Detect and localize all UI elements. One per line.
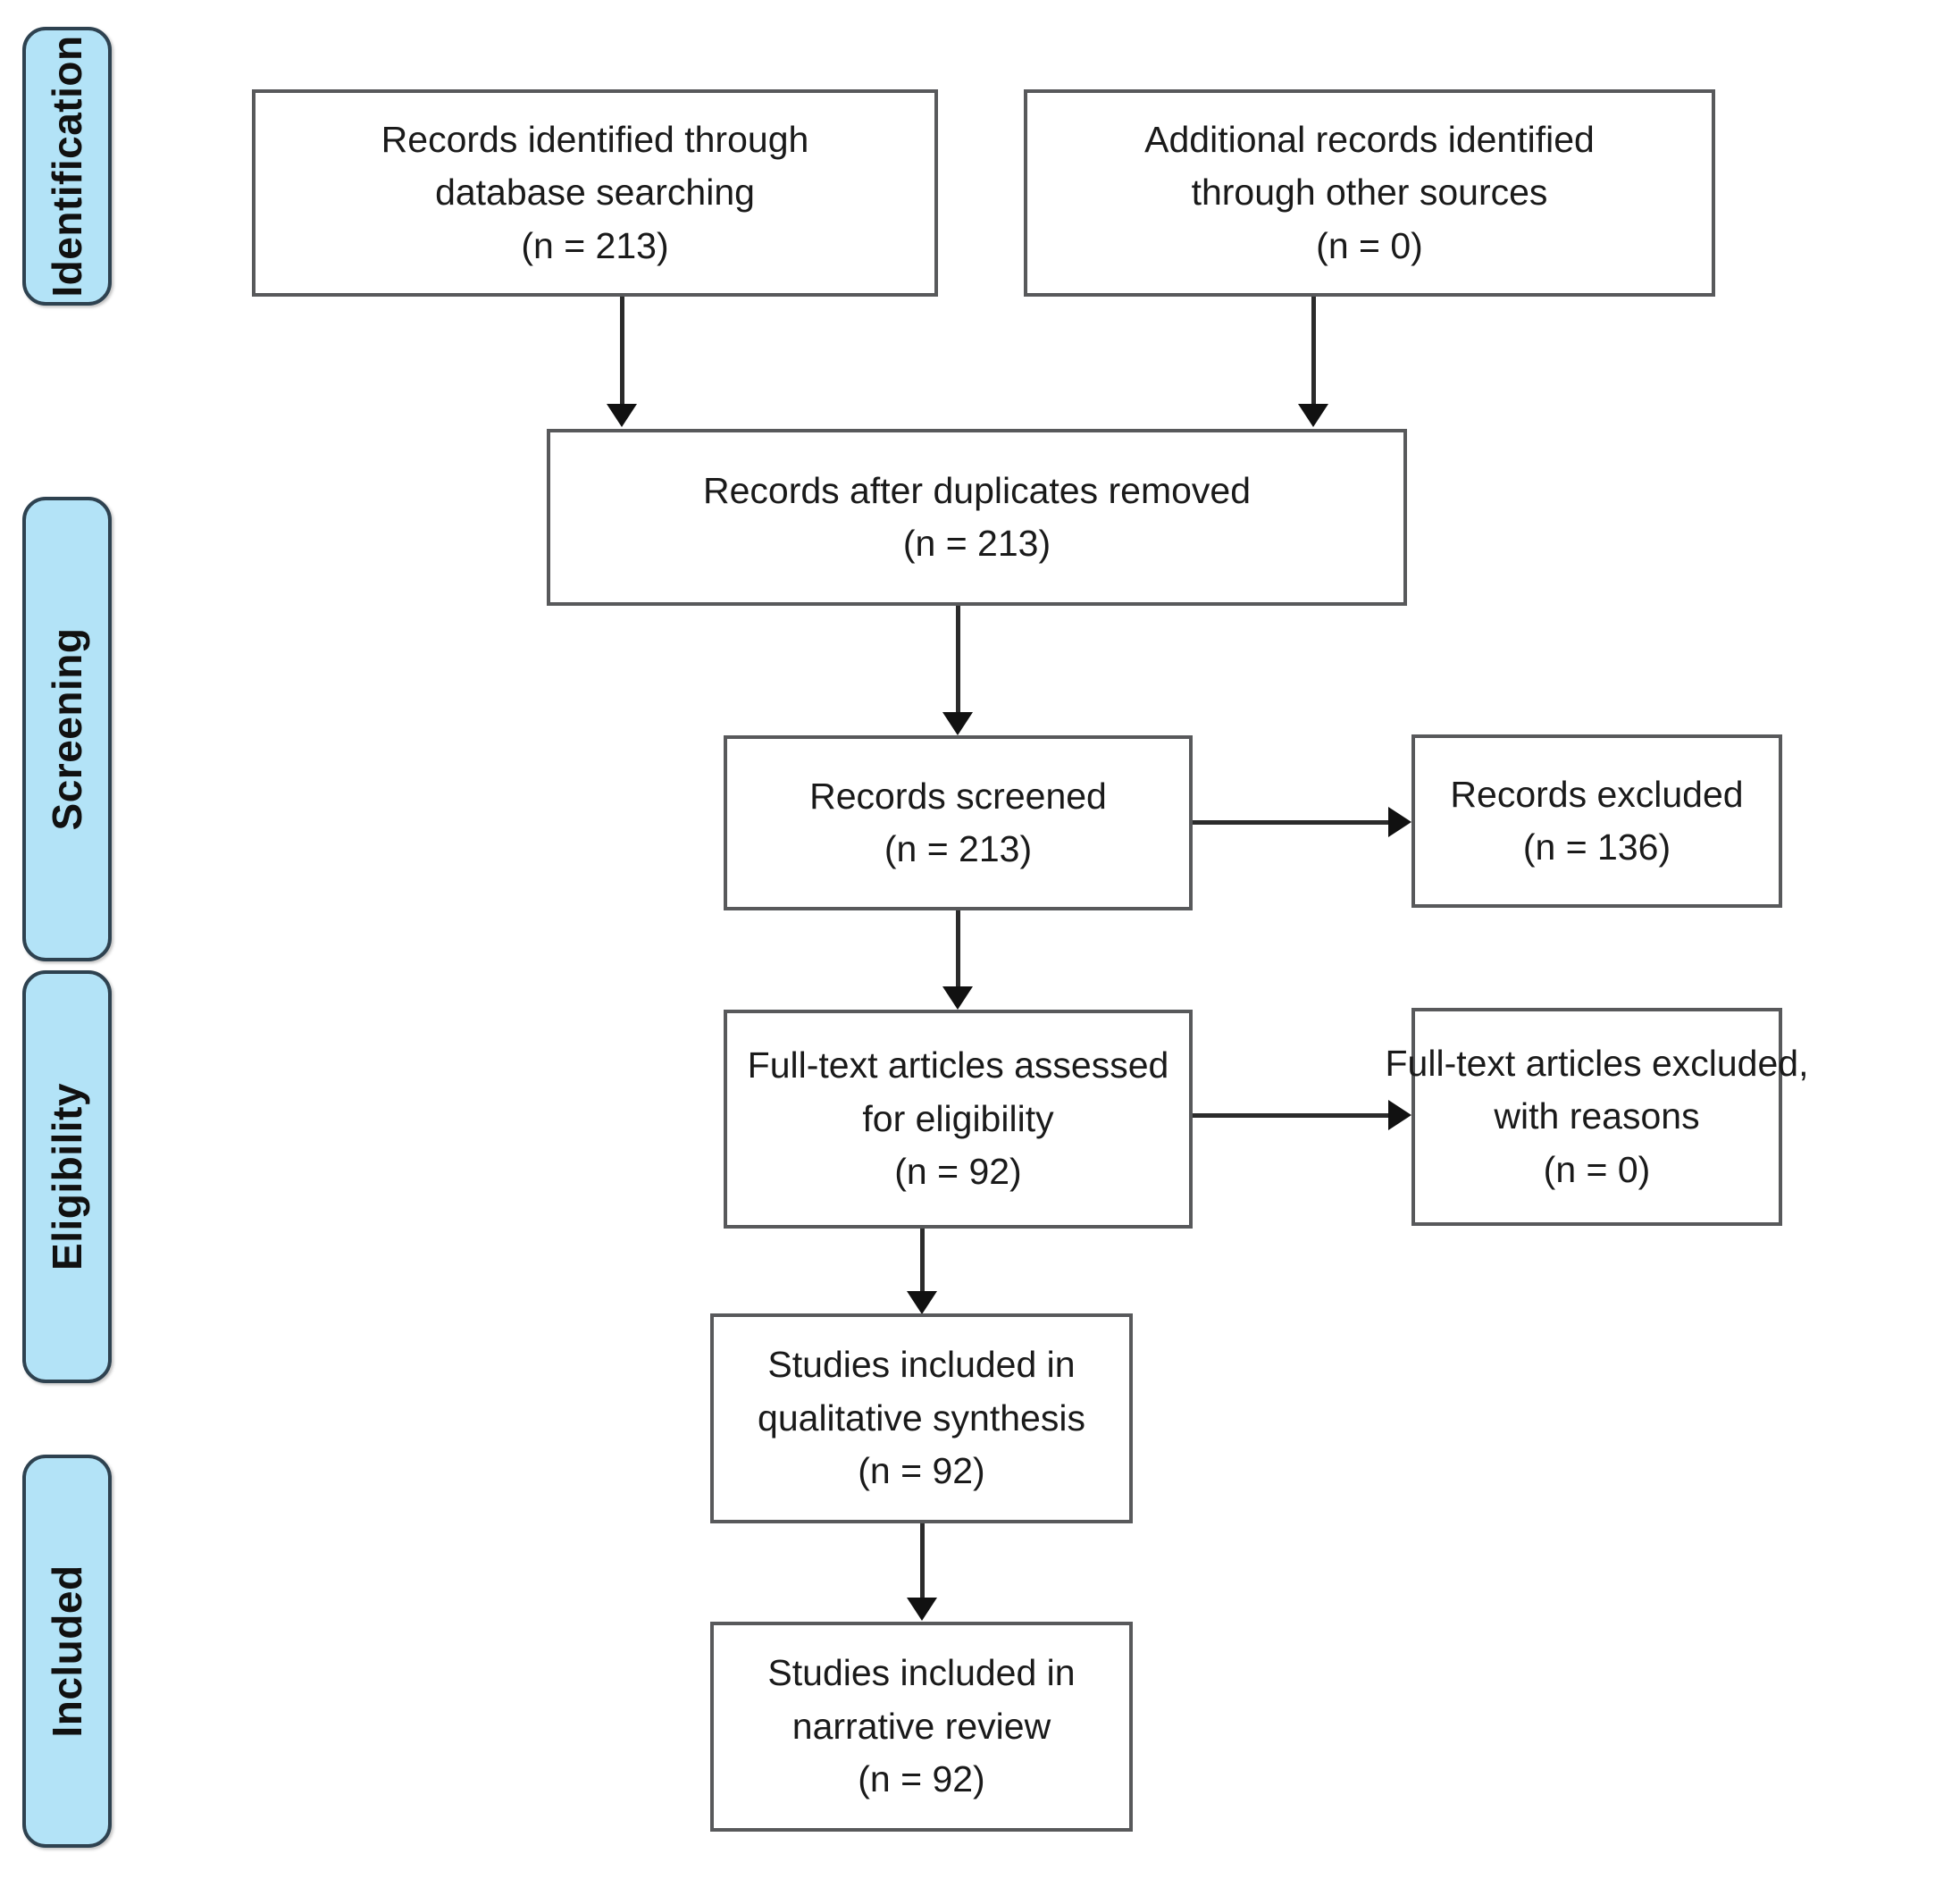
box-line: (n = 92) [858, 1450, 985, 1492]
box-records-identified-database: Records identified through database sear… [252, 89, 938, 297]
box-line: Additional records identified [1144, 118, 1595, 160]
box-line: (n = 0) [1543, 1148, 1651, 1190]
arrowhead-fulltext-to-qualitative [907, 1291, 937, 1314]
connector-qualitative-to-narrative [920, 1523, 925, 1598]
box-line: narrative review [792, 1705, 1051, 1747]
stage-tab-eligibility: Eligibility [22, 970, 112, 1383]
stage-tab-screening: Screening [22, 497, 112, 961]
connector-fulltext-to-excluded [1193, 1113, 1388, 1118]
box-line: for eligibility [862, 1097, 1054, 1139]
arrowhead-identified-to-duplicates [607, 404, 637, 427]
box-studies-narrative-review: Studies included in narrative review (n … [710, 1622, 1133, 1832]
arrowhead-duplicates-to-screened [942, 712, 973, 735]
box-full-text-assessed: Full-text articles assessed for eligibil… [724, 1010, 1193, 1229]
box-line: (n = 213) [884, 828, 1033, 869]
box-line: (n = 213) [521, 224, 669, 266]
box-full-text-excluded: Full-text articles excluded, with reason… [1386, 1008, 1808, 1226]
arrowhead-fulltext-to-excluded [1388, 1100, 1411, 1130]
box-additional-records-other-sources: Additional records identified through ot… [1024, 89, 1715, 297]
box-line: (n = 92) [894, 1151, 1022, 1193]
box-records-excluded: Records excluded (n = 136) [1411, 734, 1782, 908]
box-line: Full-text articles assessed [747, 1044, 1169, 1086]
box-line: through other sources [1191, 172, 1548, 214]
box-line: Full-text articles excluded, [1385, 1042, 1809, 1084]
connector-screened-to-excluded [1193, 820, 1388, 825]
arrowhead-qualitative-to-narrative [907, 1598, 937, 1621]
connector-additional-to-duplicates [1311, 297, 1316, 404]
box-line: database searching [435, 172, 755, 214]
connector-duplicates-to-screened [956, 606, 960, 712]
box-line: Records identified through [381, 118, 809, 160]
stage-label-included: Included [44, 1564, 90, 1738]
stage-label-identification: Identification [44, 35, 90, 298]
box-line: Records after duplicates removed [702, 469, 1252, 511]
connector-identified-to-duplicates [620, 297, 624, 404]
connector-fulltext-to-qualitative [920, 1229, 925, 1291]
box-line: Records excluded [1450, 773, 1744, 815]
box-records-screened: Records screened (n = 213) [724, 735, 1193, 910]
box-line: (n = 213) [902, 523, 1051, 564]
box-line: (n = 136) [1522, 826, 1671, 868]
box-line: (n = 0) [1316, 224, 1423, 266]
stage-tab-identification: Identification [22, 27, 112, 306]
box-studies-qualitative-synthesis: Studies included in qualitative synthesi… [710, 1313, 1133, 1523]
stage-tab-included: Included [22, 1455, 112, 1848]
stage-label-screening: Screening [44, 627, 90, 831]
connector-screened-to-fulltext [956, 910, 960, 986]
box-line: with reasons [1494, 1095, 1700, 1137]
box-line: Studies included in [767, 1344, 1076, 1386]
box-line: (n = 92) [858, 1758, 985, 1800]
box-line: Studies included in [767, 1652, 1076, 1694]
arrowhead-additional-to-duplicates [1298, 404, 1328, 427]
arrowhead-screened-to-fulltext [942, 986, 973, 1010]
box-line: qualitative synthesis [758, 1397, 1085, 1439]
box-line: Records screened [809, 775, 1107, 817]
arrowhead-screened-to-excluded [1388, 807, 1411, 837]
stage-label-eligibility: Eligibility [44, 1083, 90, 1271]
box-records-after-duplicates-removed: Records after duplicates removed (n = 21… [547, 429, 1407, 606]
